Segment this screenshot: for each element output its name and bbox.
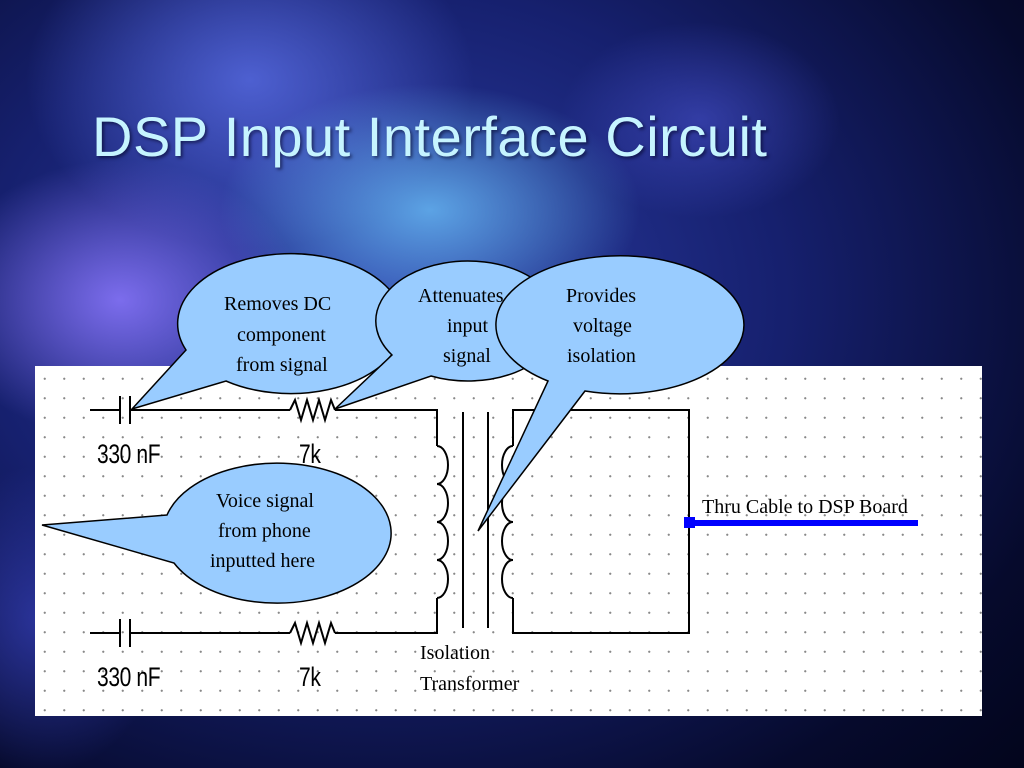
callout-dc-line3: from signal (236, 354, 328, 376)
callout-dc-bubble (129, 252, 405, 411)
wire-secondary-bottom (512, 522, 690, 634)
callout-dc-line2: component (237, 324, 326, 346)
wire-secondary-top (512, 409, 690, 522)
output-node (684, 517, 695, 528)
resistor-top-label: 7k (299, 439, 321, 469)
circuit-schematic (90, 396, 918, 647)
callout-attenuates-line3: signal (443, 345, 491, 367)
resistor-bottom-label: 7k (299, 662, 321, 692)
transformer-label-line2: Transformer (420, 673, 520, 695)
capacitor-top-label: 330 nF (97, 439, 161, 469)
slide-title: DSP Input Interface Circuit (92, 105, 768, 168)
callout-isolation-line1: Provides (566, 285, 636, 307)
callout-voice-line3: inputted here (210, 550, 315, 572)
transformer-primary-coil (436, 445, 449, 599)
callout-attenuates-line2: input (447, 315, 489, 337)
callout-isolation-line3: isolation (567, 345, 636, 367)
callout-voice-line2: from phone (218, 520, 311, 542)
capacitor-bottom-label: 330 nF (97, 662, 161, 692)
callout-voice-bubble (41, 462, 392, 604)
callout-attenuates-line1: Attenuates (418, 285, 504, 307)
callout-isolation-line2: voltage (573, 315, 632, 337)
resistor-bottom (289, 619, 336, 647)
callout-isolation-bubble (477, 255, 745, 532)
callout-dc-line1: Removes DC (224, 293, 332, 315)
transformer-label-line1: Isolation (420, 642, 490, 664)
wire-bottom-primary (335, 598, 438, 634)
output-label: Thru Cable to DSP Board (702, 496, 908, 518)
callout-voice-line1: Voice signal (216, 490, 314, 512)
wire-top-primary (335, 409, 438, 446)
resistor-top (289, 396, 336, 424)
